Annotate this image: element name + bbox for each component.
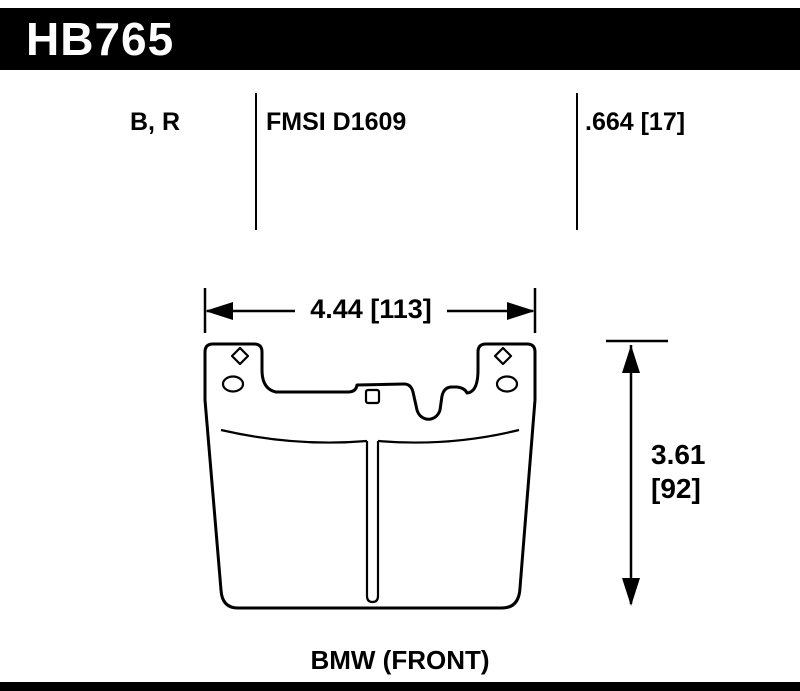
- footer-bar: [0, 682, 800, 691]
- pad-inner-contour-right: [377, 428, 520, 444]
- right-ear-diamond-hole: [493, 346, 513, 366]
- width-arrowhead-right-icon: [507, 302, 535, 320]
- header-bar: HB765: [0, 8, 800, 70]
- spec-divider-line-1: [255, 93, 257, 230]
- pad-thickness-label: .664 [17]: [585, 108, 686, 136]
- center-tab-square-hole: [364, 388, 381, 405]
- height-arrowhead-up-icon: [622, 345, 640, 373]
- part-number-label: HB765: [26, 13, 175, 65]
- width-arrowhead-left-icon: [205, 302, 233, 320]
- compound-codes-label: B, R: [130, 108, 180, 136]
- brake-pad-outline: [203, 342, 537, 610]
- fmsi-number-label: FMSI D1609: [266, 108, 407, 136]
- left-ear-oval-hole: [221, 375, 245, 393]
- height-arrowhead-down-icon: [622, 578, 640, 606]
- application-label: BMW (FRONT): [310, 645, 490, 675]
- pad-inner-contour-left: [220, 428, 368, 444]
- spec-divider-line-2: [576, 93, 578, 230]
- left-ear-diamond-hole: [230, 346, 250, 366]
- pad-center-slot: [365, 441, 380, 604]
- width-dimension-label: 4.44 [113]: [295, 294, 447, 325]
- right-ear-oval-hole: [495, 375, 519, 393]
- height-dimension-label-inches: 3.61: [651, 439, 706, 470]
- height-dimension-label-mm: [92]: [651, 473, 701, 504]
